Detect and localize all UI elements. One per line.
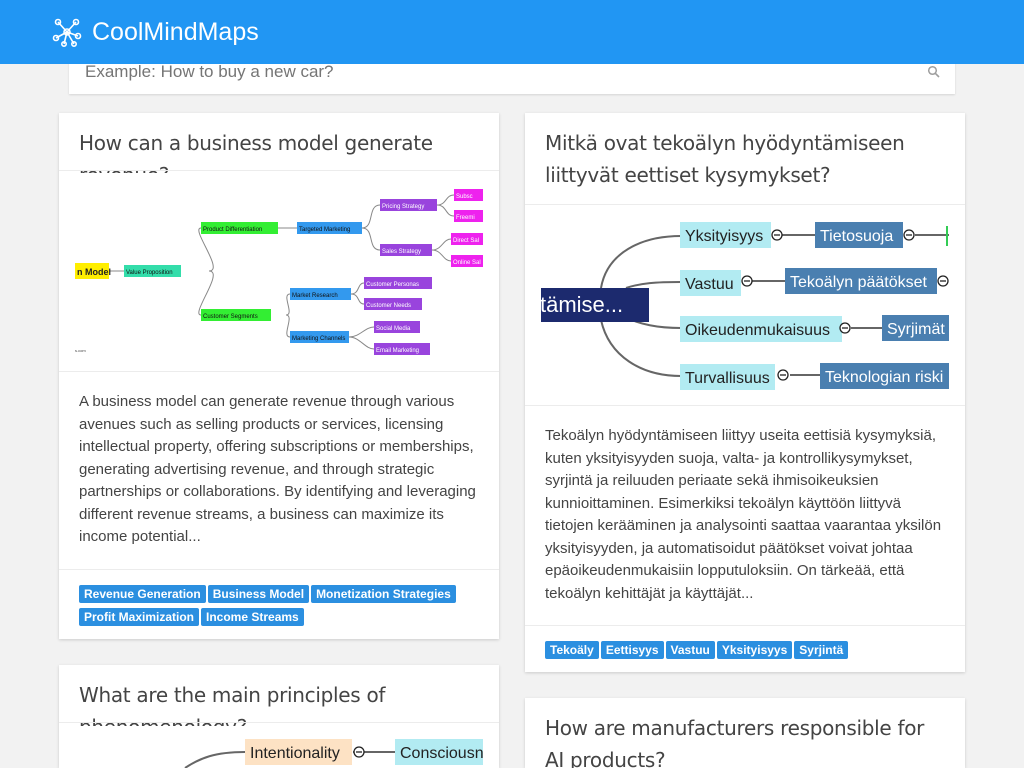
card-title[interactable]: How are manufacturers responsible for AI… [545, 716, 925, 768]
map-node: Consciousne [400, 745, 483, 762]
business-mindmap: n Model Value Proposition Product Differ… [75, 189, 483, 355]
mindmap-card: What are the main principles of phenomen… [59, 665, 499, 768]
map-node: Subsc [456, 194, 473, 200]
search-icon[interactable] [927, 65, 941, 79]
map-node: Tekoälyn päätökset [790, 274, 928, 291]
tag[interactable]: Revenue Generation [79, 585, 206, 603]
map-node: Yksityisyys [685, 228, 763, 245]
map-node: Customer Needs [366, 303, 411, 309]
divider [525, 204, 965, 205]
map-credit: s.com [75, 348, 86, 353]
map-node: Value Proposition [126, 270, 173, 276]
tag[interactable]: Syrjintä [794, 641, 849, 659]
tag[interactable]: Tekoäly [545, 641, 599, 659]
mindmap-thumbnail[interactable]: n Model Value Proposition Product Differ… [75, 173, 483, 369]
divider [525, 625, 965, 626]
phenomenology-mindmap: Intentionality Consciousne [184, 739, 483, 768]
mindmap-thumbnail[interactable]: Intentionality Consciousne [75, 726, 483, 768]
map-node: Syrjimät [887, 321, 945, 338]
map-root: tämise... [541, 292, 623, 317]
divider [59, 170, 499, 171]
map-node: Teknologian riski [825, 369, 943, 386]
map-node: Social Media [376, 326, 411, 332]
map-node: Turvallisuus [685, 370, 770, 387]
divider [525, 405, 965, 406]
tag[interactable]: Profit Maximization [79, 608, 200, 626]
map-node: Market Research [292, 293, 338, 299]
map-node: Pricing Strategy [382, 204, 424, 210]
tag[interactable]: Vastuu [665, 641, 715, 659]
mindmap-card: How are manufacturers responsible for AI… [525, 698, 965, 768]
map-node: Intentionality [250, 745, 340, 762]
map-node: Customer Personas [366, 282, 419, 288]
divider [59, 371, 499, 372]
map-node: Product Differentiation [203, 227, 262, 233]
mindmap-logo-icon [52, 18, 82, 47]
brand-name: CoolMindMaps [92, 18, 259, 46]
search-input[interactable] [85, 62, 905, 82]
collapse-icon [741, 229, 949, 381]
map-node: Direct Sal [453, 238, 479, 244]
map-node: Marketing Channels [292, 336, 345, 342]
tag[interactable]: Business Model [207, 585, 310, 603]
ethics-mindmap: tämise... Yksityisyys Vastuu Oikeudenmuk… [541, 222, 949, 390]
map-node: Oikeudenmukaisuus [685, 322, 830, 339]
map-node: Customer Segments [203, 314, 258, 320]
divider [59, 722, 499, 723]
mindmap-card: Mitkä ovat tekoälyn hyödyntämiseen liitt… [525, 113, 965, 672]
tag[interactable]: Eettisyys [600, 641, 664, 659]
tag[interactable]: Income Streams [201, 608, 304, 626]
card-summary: Tekoälyn hyödyntämiseen liittyy useita e… [545, 427, 942, 602]
mindmap-card: How can a business model generate revenu… [59, 113, 499, 639]
mindmap-thumbnail[interactable]: tämise... Yksityisyys Vastuu Oikeudenmuk… [541, 208, 949, 403]
collapse-icon [353, 746, 365, 758]
map-node: Tietosuoja [820, 228, 893, 245]
card-title[interactable]: Mitkä ovat tekoälyn hyödyntämiseen liitt… [545, 131, 905, 187]
card-summary: A business model can generate revenue th… [79, 393, 476, 545]
map-node: Freemi [456, 215, 475, 221]
map-root: n Model [77, 267, 111, 277]
tag[interactable]: Monetization Strategies [311, 585, 456, 603]
map-node: Vastuu [685, 276, 734, 293]
app-header: CoolMindMaps [0, 0, 1024, 64]
brand-logo-link[interactable]: CoolMindMaps [52, 14, 259, 50]
divider [59, 569, 499, 570]
map-node: Online Sal [453, 260, 481, 266]
map-node: Sales Strategy [382, 249, 421, 255]
tag[interactable]: Yksityisyys [716, 641, 793, 659]
map-node: Email Marketing [376, 348, 419, 354]
map-node: Targeted Marketing [299, 227, 350, 233]
